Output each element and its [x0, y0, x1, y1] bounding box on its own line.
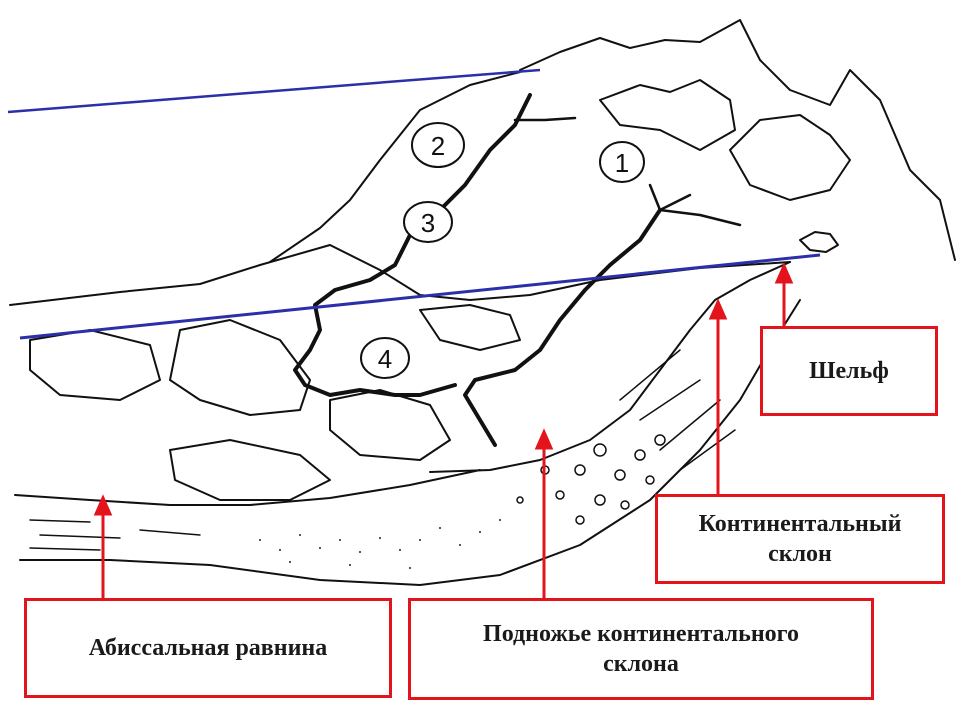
label-continental-slope: Континентальный склон [655, 494, 945, 584]
reference-line-lower [19, 253, 821, 340]
arrow-slope-head [708, 298, 728, 320]
seafloor-base [19, 299, 801, 586]
label-abyssal-plain: Абиссальная равнина [24, 598, 392, 698]
label-slope-foot: Подножье континентального склона [408, 598, 874, 700]
arrow-abyss-head [93, 494, 113, 516]
canyon-branch [648, 183, 742, 227]
canyon-branch [513, 116, 577, 122]
marker-3: 3 [421, 208, 435, 238]
fan-lobe [169, 439, 331, 501]
fan-lobe [329, 389, 451, 461]
mountain-ridge [599, 79, 736, 151]
slope-layer [619, 349, 736, 471]
marker-1: 1 [615, 148, 629, 178]
marker-4-circle [360, 337, 410, 379]
fan-lobe [419, 304, 521, 351]
slope-outline [429, 261, 791, 473]
fine-sediment [259, 519, 501, 569]
canyon-2-3 [293, 93, 532, 397]
mountains [519, 19, 956, 261]
shelf-edge [9, 244, 791, 306]
marker-3-circle [403, 201, 453, 243]
marker-2-circle [411, 122, 465, 168]
arrow-foot-head [534, 428, 554, 450]
canyon-1 [463, 208, 662, 447]
coast-outline [269, 71, 521, 263]
fan-lobe [29, 329, 161, 401]
marker-2: 2 [431, 131, 445, 161]
label-shelf-text: Шельф [809, 358, 889, 384]
marker-4: 4 [378, 344, 392, 374]
label-abyssal-plain-text: Абиссальная равнина [88, 635, 328, 661]
marker-1-circle [599, 141, 645, 183]
fan-lobe [169, 319, 311, 416]
arrow-shelf-head [774, 262, 794, 284]
reference-line-upper [7, 68, 541, 114]
delta-icon [799, 231, 839, 253]
mountain-ridge-2 [729, 114, 851, 201]
label-slope-foot-text: Подножье континентального склона [483, 621, 799, 677]
label-shelf: Шельф [760, 326, 938, 416]
abyssal-surface [14, 469, 481, 506]
label-continental-slope-text: Континентальный склон [698, 511, 902, 567]
sediment-layer [29, 519, 201, 551]
